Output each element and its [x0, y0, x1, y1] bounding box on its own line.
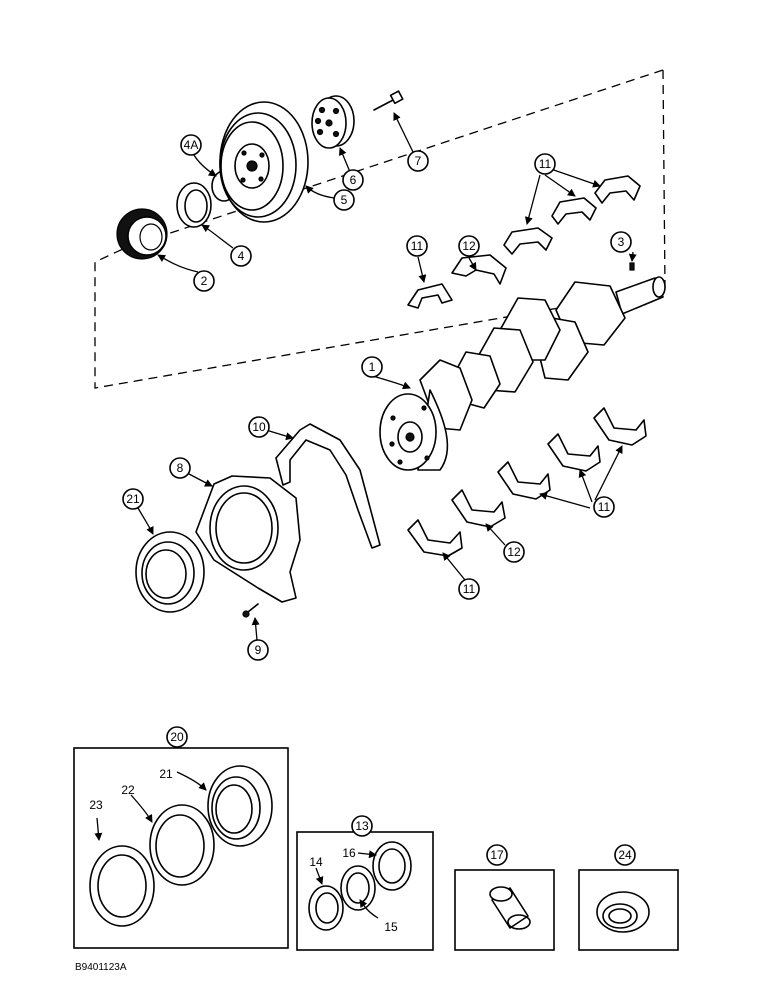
svg-text:9: 9: [255, 643, 262, 657]
svg-text:2: 2: [201, 274, 208, 288]
seal-assembly-part-24: [596, 891, 650, 933]
crankshaft-gear: [116, 208, 168, 260]
svg-text:8: 8: [177, 461, 184, 475]
callout-20: 20: [166, 726, 188, 748]
callout-9: 9: [247, 639, 269, 661]
svg-text:10: 10: [252, 420, 266, 434]
label-21-kit: 21: [159, 767, 173, 781]
svg-text:11: 11: [411, 239, 424, 253]
svg-text:11: 11: [539, 157, 552, 171]
label-22: 22: [121, 783, 135, 797]
pulley-bolt: [373, 90, 404, 111]
callout-7: 7: [407, 150, 429, 172]
callout-11-lower-left: 11: [458, 578, 480, 600]
callout-2: 2: [193, 270, 215, 292]
rear-seal: [135, 531, 205, 613]
callout-21-main: 21: [122, 488, 144, 510]
svg-text:20: 20: [170, 730, 184, 744]
label-15: 15: [384, 920, 398, 934]
svg-text:7: 7: [415, 154, 422, 168]
callout-4a: 4A: [180, 134, 202, 156]
svg-text:13: 13: [355, 819, 369, 833]
svg-text:3: 3: [618, 235, 625, 249]
callout-12-upper: 12: [458, 235, 480, 257]
svg-text:12: 12: [507, 545, 521, 559]
callout-11-upper-left: 11: [406, 235, 428, 257]
callout-5: 5: [333, 189, 355, 211]
callout-13: 13: [351, 815, 373, 837]
callout-10: 10: [248, 416, 270, 438]
svg-text:11: 11: [463, 582, 476, 596]
svg-text:4: 4: [238, 249, 245, 263]
kit-13-seal-parts: [308, 841, 412, 931]
crankshaft-pulley: [219, 101, 309, 223]
sleeve-part-17: [489, 886, 531, 930]
rear-cover-gasket: [275, 423, 381, 549]
spacer-ring: [176, 182, 212, 228]
svg-text:5: 5: [341, 193, 348, 207]
callout-17: 17: [486, 844, 508, 866]
callout-12-lower: 12: [503, 541, 525, 563]
upper-bearing-shells: [407, 175, 641, 309]
label-23: 23: [89, 798, 103, 812]
label-16: 16: [342, 846, 356, 860]
callout-8: 8: [169, 457, 191, 479]
callout-11-lower-right: 11: [593, 496, 615, 518]
figure-code: B9401123A: [75, 962, 127, 973]
callout-4: 4: [230, 245, 252, 267]
svg-text:11: 11: [598, 500, 611, 514]
svg-text:1: 1: [369, 360, 376, 374]
callout-6: 6: [342, 169, 364, 191]
callout-3: 3: [610, 231, 632, 253]
housing-screw: [242, 603, 259, 618]
svg-text:4A: 4A: [184, 138, 199, 152]
callout-1: 1: [361, 356, 383, 378]
svg-text:6: 6: [350, 173, 357, 187]
rear-seal-housing: [195, 475, 301, 603]
svg-text:24: 24: [618, 848, 632, 862]
label-14: 14: [309, 855, 323, 869]
kit-20-seal-parts: [89, 765, 273, 927]
lower-bearing-shells: [407, 407, 647, 557]
svg-text:12: 12: [462, 239, 476, 253]
callout-11-upper-right: 11: [534, 153, 556, 175]
crankshaft: [379, 276, 666, 471]
svg-text:21: 21: [126, 492, 140, 506]
callout-24: 24: [614, 844, 636, 866]
svg-text:17: 17: [490, 848, 504, 862]
pulley-hub: [311, 95, 355, 149]
dowel-pin: [629, 262, 635, 271]
